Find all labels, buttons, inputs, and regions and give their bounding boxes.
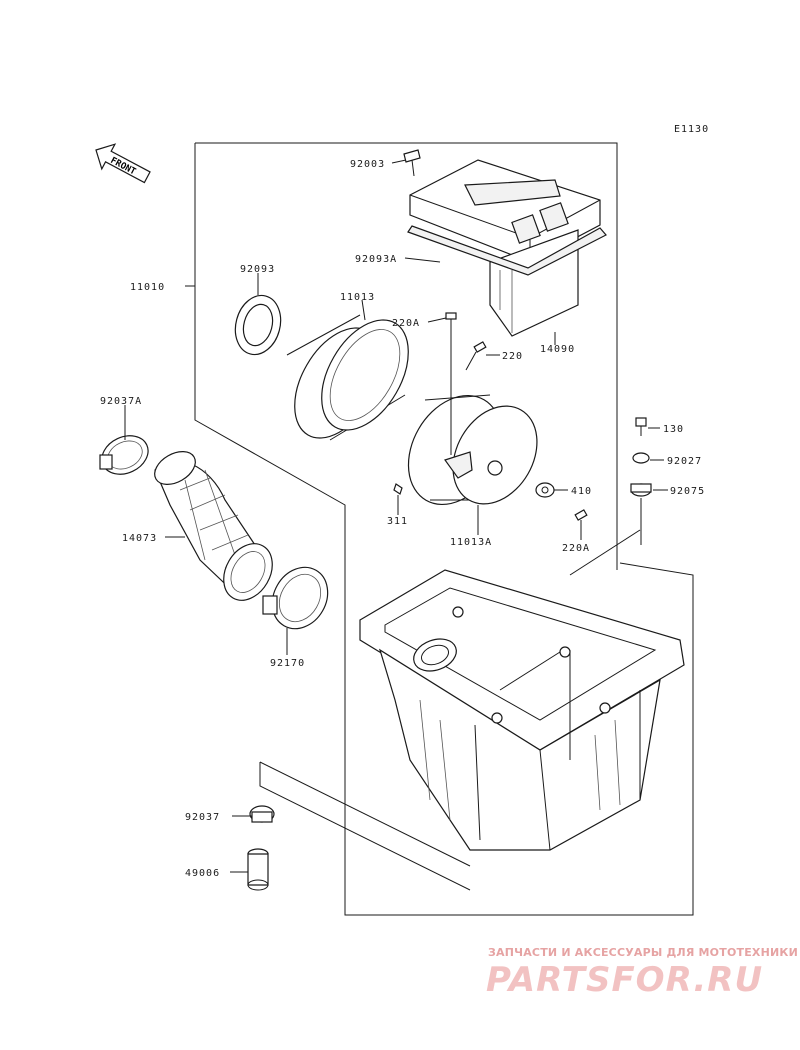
air-box-housing [359,569,685,851]
drain-hose [247,848,269,891]
air-cleaner-cover [407,159,607,337]
label-220a-top: 220A [392,318,420,329]
label-92093a: 92093A [355,254,397,265]
label-410: 410 [571,486,592,497]
mount-hardware [630,417,652,545]
filter-element [286,314,409,441]
label-92170: 92170 [270,658,305,669]
wing-bolt [403,149,421,177]
label-11010: 11010 [130,282,165,293]
seal-ring [234,294,282,356]
label-220a-bottom: 220A [562,543,590,554]
label-92027: 92027 [667,456,702,467]
assembly-outline [185,142,694,916]
label-92037a: 92037A [100,396,142,407]
watermark-tagline: ЗАПЧАСТИ И АКСЕССУАРЫ ДЛЯ МОТОТЕХНИКИ [488,946,798,959]
label-14073: 14073 [122,533,157,544]
drain-clamp [249,805,275,823]
diagram-code: E1130 [674,124,709,135]
label-92075: 92075 [670,486,705,497]
label-11013a: 11013A [450,537,492,548]
label-130: 130 [663,424,684,435]
clamp-upper [99,435,149,475]
label-14090: 14090 [540,344,575,355]
clamp-lower [262,566,329,630]
label-92003: 92003 [350,159,385,170]
part-labels: 92003 92093A 14090 92093 11013 220A 220 … [100,159,705,879]
label-11013: 11013 [340,292,375,303]
label-49006: 49006 [185,868,220,879]
label-92037: 92037 [185,812,220,823]
leader-lines [124,159,668,873]
filter-holder [407,394,538,506]
label-220: 220 [502,351,523,362]
label-92093: 92093 [240,264,275,275]
intake-duct [154,451,273,601]
watermark-logo: PARTSFOR.RU [486,960,764,1000]
label-311: 311 [387,516,408,527]
small-hardware [393,312,588,521]
front-arrow-icon: FRONT [95,143,151,184]
